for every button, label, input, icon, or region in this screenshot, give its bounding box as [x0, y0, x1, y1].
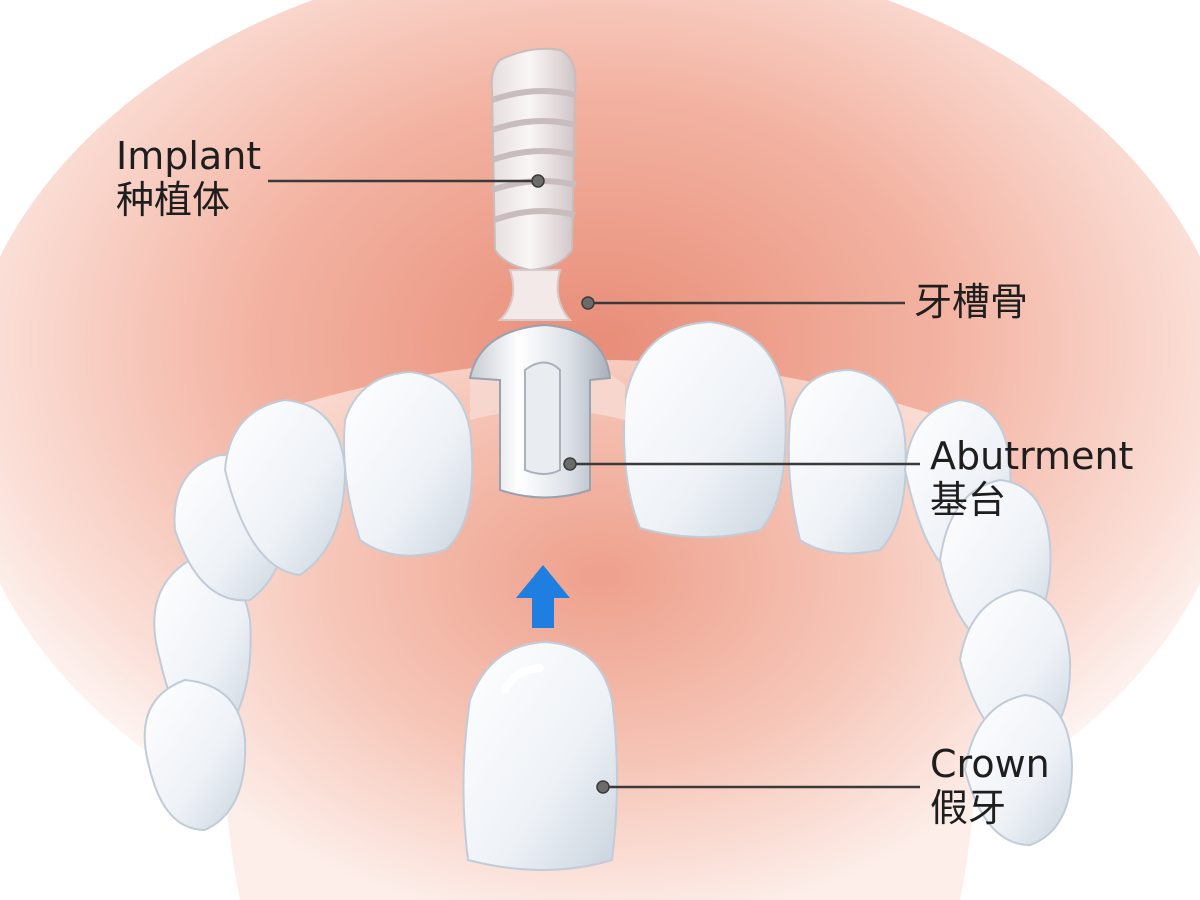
implant-screw	[490, 47, 577, 321]
crown	[462, 640, 618, 871]
alveolar-bone-label-zh: 牙槽骨	[914, 280, 1029, 324]
crown-label-en: Crown	[930, 742, 1050, 786]
abutment-label-zh: 基台	[930, 478, 1007, 522]
abutment	[468, 323, 612, 499]
abutment-marker	[563, 457, 577, 471]
alveolar-bone-label: 牙槽骨	[914, 280, 1028, 324]
right-teeth	[623, 320, 1074, 847]
implant-marker	[531, 174, 545, 188]
implant-label: Implant 种植体	[116, 134, 261, 222]
abutment-label: Abutrment 基台	[930, 434, 1133, 522]
up-arrow-icon	[516, 565, 570, 628]
alveolar-bone-marker	[581, 296, 595, 310]
implant-label-zh: 种植体	[116, 178, 231, 222]
crown-marker	[596, 780, 610, 794]
abutment-label-en: Abutrment	[930, 434, 1134, 478]
left-teeth	[143, 370, 474, 832]
leader-lines	[268, 174, 920, 794]
crown-label: Crown 假牙	[930, 742, 1050, 830]
implant-label-en: Implant	[116, 134, 262, 178]
crown-label-zh: 假牙	[930, 786, 1007, 830]
